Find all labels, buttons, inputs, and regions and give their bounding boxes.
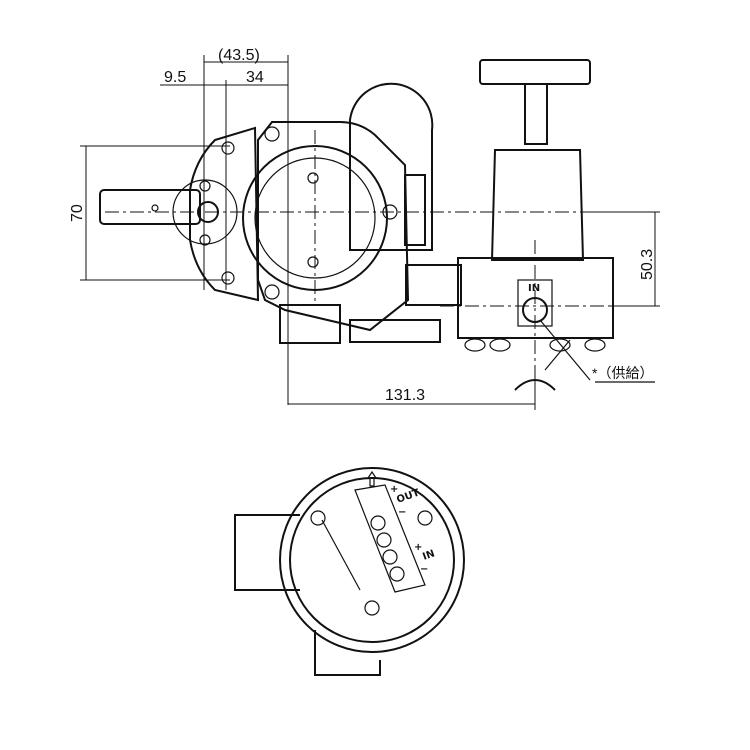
- in-label: IN: [421, 548, 436, 562]
- dim-port-height: 50.3: [639, 249, 656, 280]
- center-lines: [105, 130, 650, 395]
- dim-height: 70: [69, 204, 86, 222]
- out-label: OUT: [395, 487, 421, 505]
- dim-length: 131.3: [385, 387, 425, 404]
- out-plus: +: [390, 484, 398, 495]
- dim-offset: 9.5: [164, 69, 186, 86]
- dim-overall-width: (43.5): [218, 47, 260, 64]
- supply-note: *（供給）: [592, 365, 653, 381]
- out-minus: −: [398, 507, 406, 518]
- port-label: IN: [528, 283, 540, 294]
- positioner-top-view: IN: [99, 59, 655, 391]
- dimension-lines: [80, 55, 660, 410]
- dim-width: 34: [246, 69, 264, 86]
- in-minus: −: [420, 564, 428, 575]
- in-plus: +: [414, 542, 422, 553]
- terminal-box-view: [234, 467, 465, 676]
